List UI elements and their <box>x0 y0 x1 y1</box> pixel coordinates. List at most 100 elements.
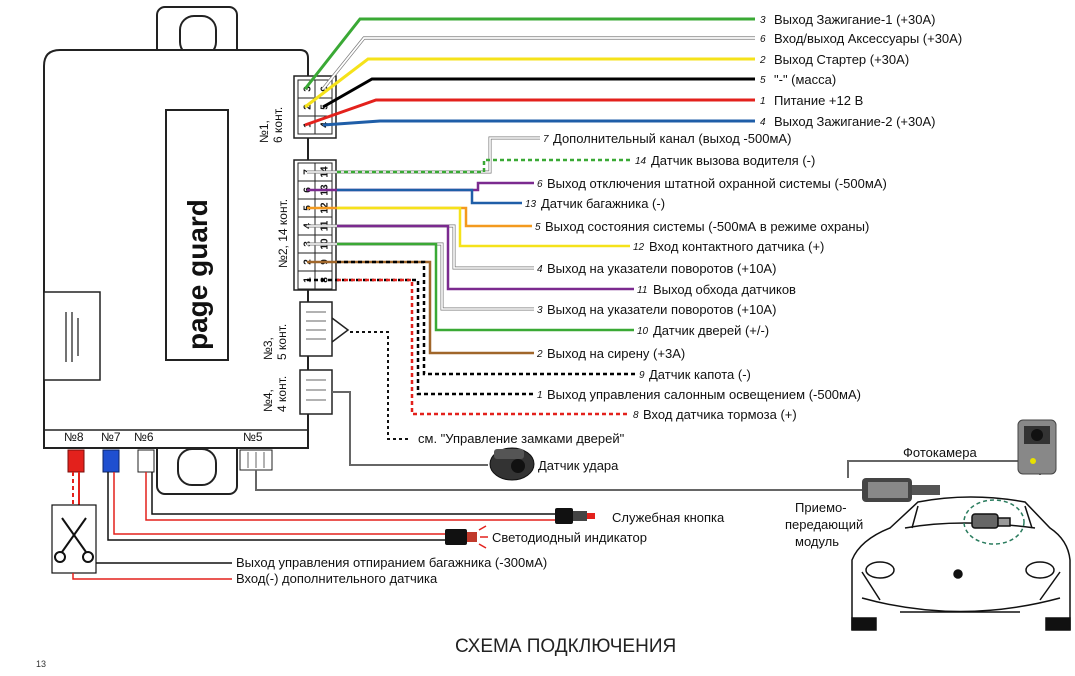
wire-c2-number: 10 <box>637 326 649 337</box>
wire-c1-label: Питание +12 В <box>774 93 863 108</box>
wire-c2-label: Выход состояния системы (-500мА в режиме… <box>545 219 869 234</box>
wire-c1-number: 5 <box>760 75 766 86</box>
brand-label: page guard <box>182 199 213 350</box>
wire-c2-label: Датчик дверей (+/-) <box>653 323 769 338</box>
connector-7-label: №7 <box>101 430 121 444</box>
wire-c2-number: 6 <box>537 179 543 190</box>
led-indicator-icon <box>445 525 488 549</box>
connector-6-plug <box>137 449 155 473</box>
brand-frame <box>165 109 229 361</box>
wire-c2-label: Вход контактного датчика (+) <box>649 239 824 254</box>
wire-c1-number: 1 <box>760 96 766 107</box>
mount-hole-bottom <box>177 448 217 486</box>
wire-c1 <box>322 119 755 127</box>
connector-4: №4,4 конт. <box>261 369 333 415</box>
wire-c2-label: Дополнительный канал (выход -500мА) <box>553 131 791 146</box>
wire-c2-label: Датчик капота (-) <box>649 367 751 382</box>
camera-icon <box>1017 419 1057 475</box>
wire-c2-label: Выход на сирену (+3А) <box>547 346 685 361</box>
wire-c1-outline <box>321 36 755 91</box>
wire-c2-label: Выход отключения штатной охранной систем… <box>547 176 887 191</box>
scissors-icon <box>54 517 94 563</box>
wire-c2-number: 9 <box>639 370 645 381</box>
wire-c2 <box>307 278 534 396</box>
wire-c2 <box>337 206 630 248</box>
wire-c1-number: 6 <box>760 34 766 45</box>
wire-c1-number: 3 <box>760 15 766 26</box>
connector-7-plug <box>102 449 120 473</box>
wire-c2-label: Выход управления салонным освещением (-5… <box>547 387 861 402</box>
connector-3: №3,5 конт. <box>261 301 350 360</box>
connector-1-label: №1,6 конт. <box>257 107 285 143</box>
main-unit: page guard <box>43 6 309 495</box>
wire-c1-label: Вход/выход Аксессуары (+30А) <box>774 31 962 46</box>
diagram-title: СХЕМА ПОДКЛЮЧЕНИЯ <box>455 636 676 657</box>
wire-c1-label: Выход Зажигание-1 (+30А) <box>774 12 935 27</box>
wire-c1-label: "-" (масса) <box>774 72 836 87</box>
wire-c2-outline <box>307 136 540 174</box>
trunk-output-label: Выход управления отпиранием багажника (-… <box>236 555 547 570</box>
wire-c2 <box>337 260 636 376</box>
service-button-label: Служебная кнопка <box>612 510 725 525</box>
wire-c2 <box>337 278 630 416</box>
shock-sensor <box>489 447 535 481</box>
wire-c2 <box>337 158 632 174</box>
wire-c2 <box>337 188 522 205</box>
wire-c2-number: 4 <box>537 264 543 275</box>
wire-c2-number: 8 <box>633 410 639 421</box>
locks-wire <box>350 331 410 440</box>
led-label: Светодиодный индикатор <box>492 530 647 545</box>
connector-8-label: №8 <box>64 430 84 444</box>
wire-c2-label: Вход датчика тормоза (+) <box>643 407 797 422</box>
wire-c2 <box>307 137 540 173</box>
connector-6-label: №6 <box>134 430 154 444</box>
connector-5-label: №5 <box>243 430 263 444</box>
wire-c2-label: Датчик багажника (-) <box>541 196 665 211</box>
shock-sensor-wire <box>332 391 488 466</box>
connector-8-plug <box>67 449 85 473</box>
wire-c2 <box>307 243 534 310</box>
connector-1-pin-label: 2 <box>303 104 314 110</box>
wire-c1-number: 2 <box>759 55 766 66</box>
wire-c2-outline <box>307 242 534 311</box>
wire-c1 <box>322 77 755 109</box>
wire-c2-label: Выход обхода датчиков <box>653 282 796 297</box>
wire-c2-number: 14 <box>635 156 647 167</box>
corner-mark: 13 <box>36 659 46 669</box>
connector-3-housing <box>299 301 333 357</box>
extra-sensor-label: Вход(-) дополнительного датчика <box>236 571 438 586</box>
connector-1-pin-label: 3 <box>303 86 314 92</box>
wire-c1 <box>304 57 755 109</box>
wire-c2 <box>337 224 634 291</box>
wire-c2 <box>307 206 532 228</box>
connector-4-housing <box>299 369 333 415</box>
bottom-connectors: №8 №7 №6 №5 <box>64 430 273 473</box>
wire-c2-label: Датчик вызова водителя (-) <box>651 153 815 168</box>
connector-1-wires: 3 Выход Зажигание-1 (+30А) 6 Вход/выход Акс… <box>303 12 962 129</box>
shock-sensor-label: Датчик удара <box>538 458 619 473</box>
wire-c1-label: Выход Стартер (+30А) <box>774 52 909 67</box>
wire-c1-number: 4 <box>760 117 766 128</box>
camera-label: Фотокамера <box>903 445 977 460</box>
wire-c2-number: 1 <box>537 390 543 401</box>
connector-2-label: №2, 14 конт. <box>276 199 290 268</box>
wire-c2-number: 2 <box>536 349 543 360</box>
connector-3-label: №3,5 конт. <box>261 324 289 360</box>
wire-c1 <box>304 98 755 127</box>
wire-c2-number: 11 <box>637 285 647 296</box>
wire-c1 <box>322 37 755 90</box>
wire-c2-number: 13 <box>525 199 537 210</box>
wire-c2-number: 7 <box>543 134 549 145</box>
wire-c1-label: Выход Зажигание-2 (+30А) <box>774 114 935 129</box>
wire-c2-number: 3 <box>537 305 543 316</box>
wire-c2-number: 5 <box>535 222 541 233</box>
car-illustration <box>851 496 1071 631</box>
wire-c2-label: Выход на указатели поворотов (+10А) <box>547 302 776 317</box>
wire-c2-label: Выход на указатели поворотов (+10А) <box>547 261 776 276</box>
wire-c1 <box>303 17 755 90</box>
transceiver-module-icon <box>862 478 940 502</box>
